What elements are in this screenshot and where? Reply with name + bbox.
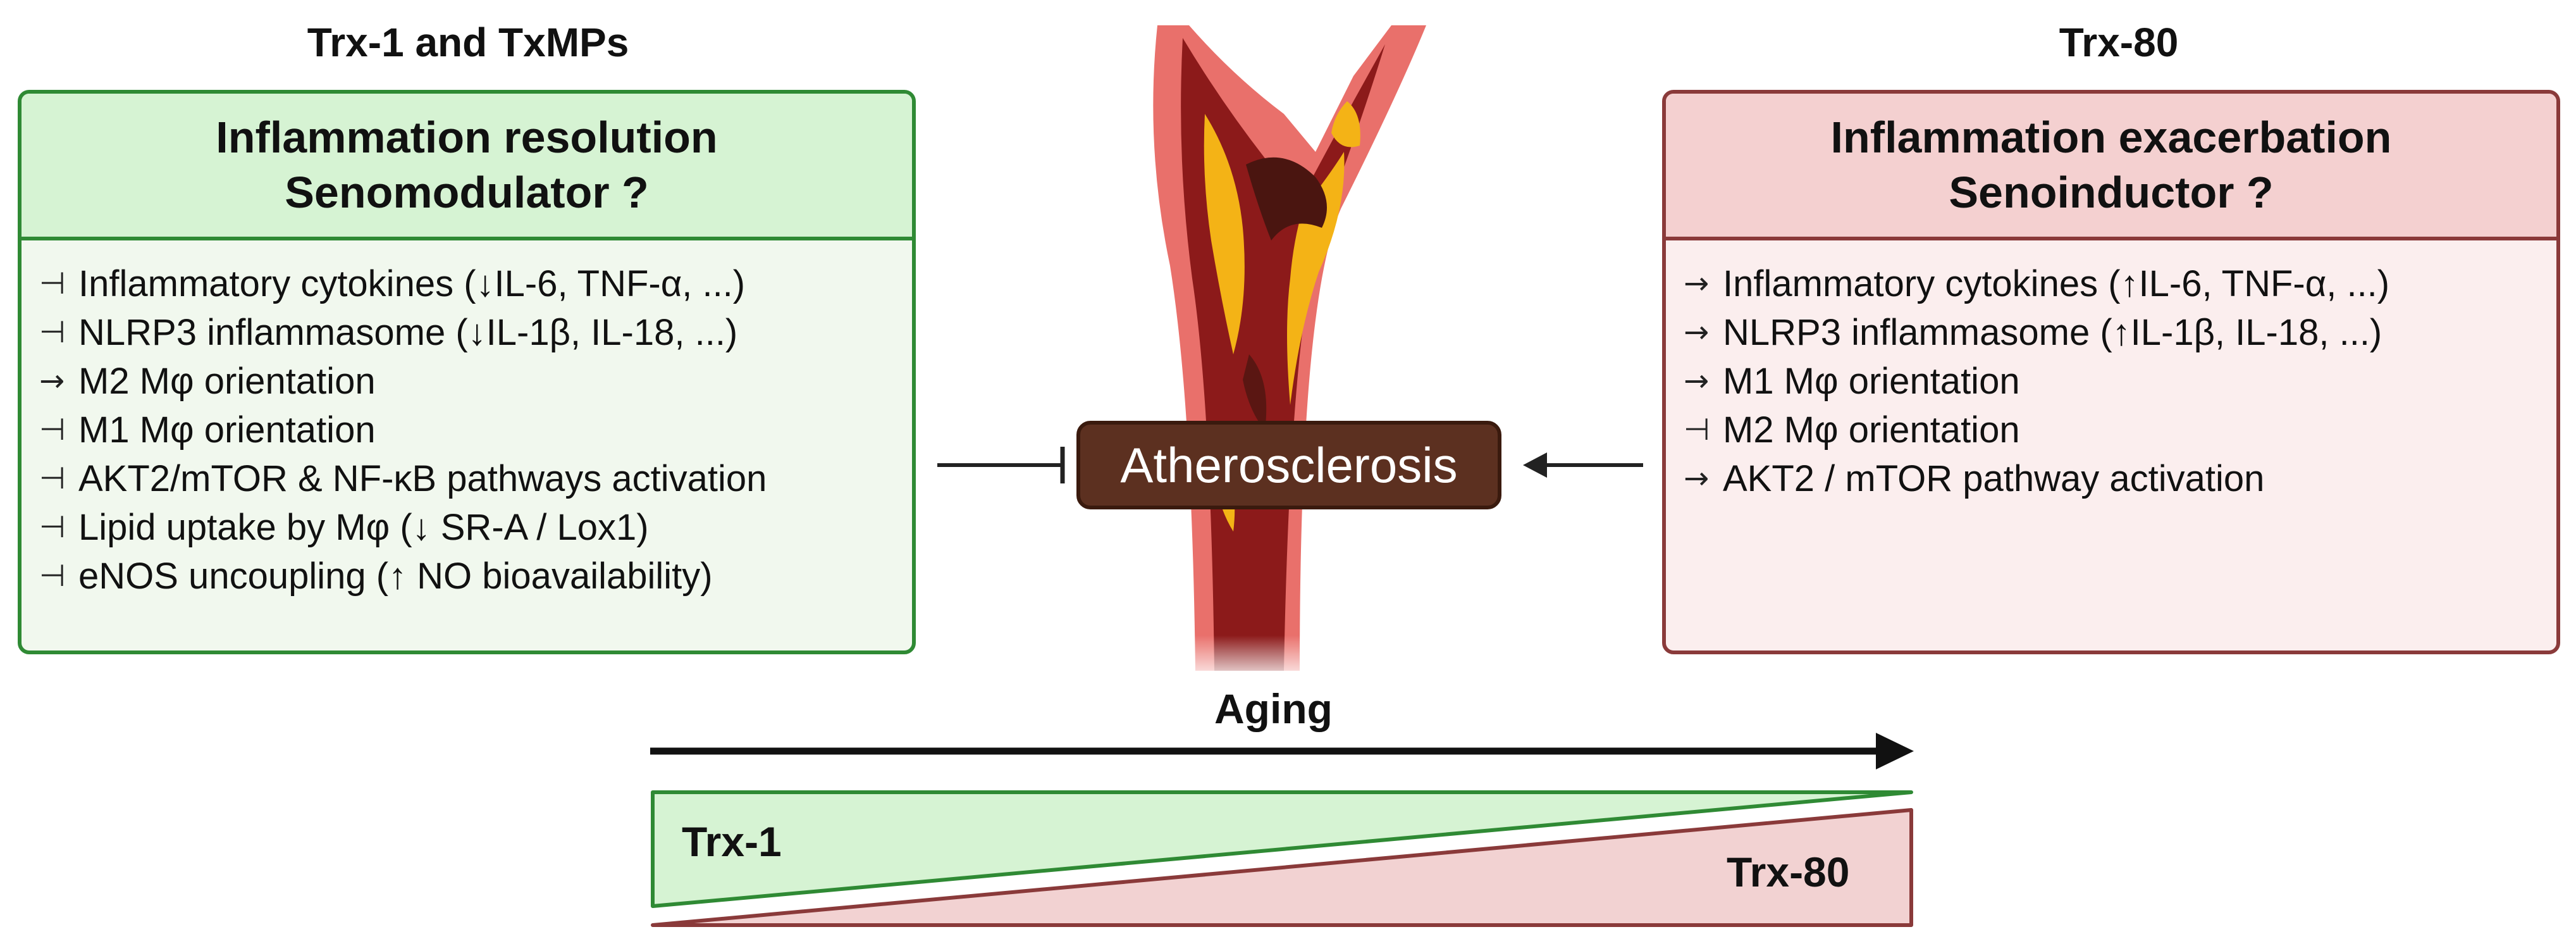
right-heading: Trx-80 xyxy=(2059,20,2179,65)
trx1-effects-list: ⊣ Inflammatory cytokines (↓IL-6, TNF-α, .… xyxy=(39,259,904,601)
effect-text: Inflammatory cytokines (↑IL-6, TNF-α, ..… xyxy=(1723,263,2390,304)
trx1-wedge xyxy=(651,790,1913,908)
aging-label: Aging xyxy=(1214,685,1333,732)
trx80-panel-title: Inflammation exacerbation Senoinductor ? xyxy=(1666,94,2556,240)
list-item: ⊣ NLRP3 inflammasome (↓IL-1β, IL-18, ...) xyxy=(39,308,904,357)
effect-symbol: → xyxy=(39,363,65,399)
trx80-wedge xyxy=(651,808,1913,927)
list-item: → NLRP3 inflammasome (↑IL-1β, IL-18, ...) xyxy=(1684,308,2549,357)
effect-symbol: ⊣ xyxy=(39,509,66,545)
aging-arrow xyxy=(650,733,1914,769)
activation-connector xyxy=(1523,452,1643,478)
effect-text: NLRP3 inflammasome (↑IL-1β, IL-18, ...) xyxy=(1723,312,2382,353)
list-item: → AKT2 / mTOR pathway activation xyxy=(1684,454,2549,503)
effect-text: M2 Mφ orientation xyxy=(1723,409,2020,451)
trx1-title-line1: Inflammation resolution xyxy=(216,112,718,162)
effect-text: M2 Mφ orientation xyxy=(78,361,376,402)
effect-symbol: → xyxy=(1684,266,1710,301)
effect-symbol: ⊣ xyxy=(39,461,66,496)
effect-symbol: → xyxy=(1684,461,1710,496)
effect-text: M1 Mφ orientation xyxy=(1723,361,2020,402)
effect-symbol: → xyxy=(1684,314,1710,350)
left-heading: Trx-1 and TxMPs xyxy=(307,20,629,65)
inhibition-connector xyxy=(937,447,1065,483)
effect-text: AKT2/mTOR & NF-κB pathways activation xyxy=(78,458,767,499)
list-item: ⊣ M1 Mφ orientation xyxy=(39,406,904,454)
list-item: → M2 Mφ orientation xyxy=(39,357,904,406)
effect-symbol: ⊣ xyxy=(39,314,66,350)
list-item: ⊣ M2 Mφ orientation xyxy=(1684,406,2549,454)
list-item: ⊣ eNOS uncoupling (↑ NO bioavailability) xyxy=(39,552,904,601)
list-item: → M1 Mφ orientation xyxy=(1684,357,2549,406)
trx1-effects-panel: Inflammation resolution Senomodulator ? … xyxy=(18,90,916,654)
plaque-left xyxy=(1204,114,1245,354)
effect-text: Inflammatory cytokines (↓IL-6, TNF-α, ..… xyxy=(78,263,746,304)
plaque-upper xyxy=(1331,101,1360,147)
effect-symbol: ⊣ xyxy=(39,558,66,594)
atherosclerosis-text: Atherosclerosis xyxy=(1120,437,1458,493)
trx1-wedge-label: Trx-1 xyxy=(682,818,782,865)
atherosclerosis-label: Atherosclerosis xyxy=(1076,421,1501,509)
trx80-effects-panel: Inflammation exacerbation Senoinductor ?… xyxy=(1662,90,2560,654)
necrotic-core xyxy=(1246,157,1327,240)
effect-text: M1 Mφ orientation xyxy=(78,409,376,451)
trx1-panel-title: Inflammation resolution Senomodulator ? xyxy=(22,94,912,240)
list-item: → Inflammatory cytokines (↑IL-6, TNF-α, .… xyxy=(1684,259,2549,308)
effect-symbol: → xyxy=(1684,363,1710,399)
effect-symbol: ⊣ xyxy=(39,266,66,301)
artery-illustration xyxy=(1138,25,1442,683)
trx80-wedge-label: Trx-80 xyxy=(1727,849,1850,895)
list-item: ⊣ Inflammatory cytokines (↓IL-6, TNF-α, .… xyxy=(39,259,904,308)
list-item: ⊣ Lipid uptake by Mφ (↓ SR-A / Lox1) xyxy=(39,503,904,552)
trx80-effects-list: → Inflammatory cytokines (↑IL-6, TNF-α, .… xyxy=(1684,259,2549,503)
trx1-title-line2: Senomodulator ? xyxy=(285,168,649,217)
effect-symbol: ⊣ xyxy=(39,412,66,447)
effect-text: AKT2 / mTOR pathway activation xyxy=(1723,458,2265,499)
necrotic-core-lower xyxy=(1243,354,1267,430)
trx80-title-line1: Inflammation exacerbation xyxy=(1830,112,2392,162)
trx80-title-line2: Senoinductor ? xyxy=(1949,168,2274,217)
effect-text: Lipid uptake by Mφ (↓ SR-A / Lox1) xyxy=(78,507,649,548)
effect-text: eNOS uncoupling (↑ NO bioavailability) xyxy=(78,556,713,597)
list-item: ⊣ AKT2/mTOR & NF-κB pathways activation xyxy=(39,454,904,503)
effect-text: NLRP3 inflammasome (↓IL-1β, IL-18, ...) xyxy=(78,312,738,353)
effect-symbol: ⊣ xyxy=(1684,412,1710,447)
